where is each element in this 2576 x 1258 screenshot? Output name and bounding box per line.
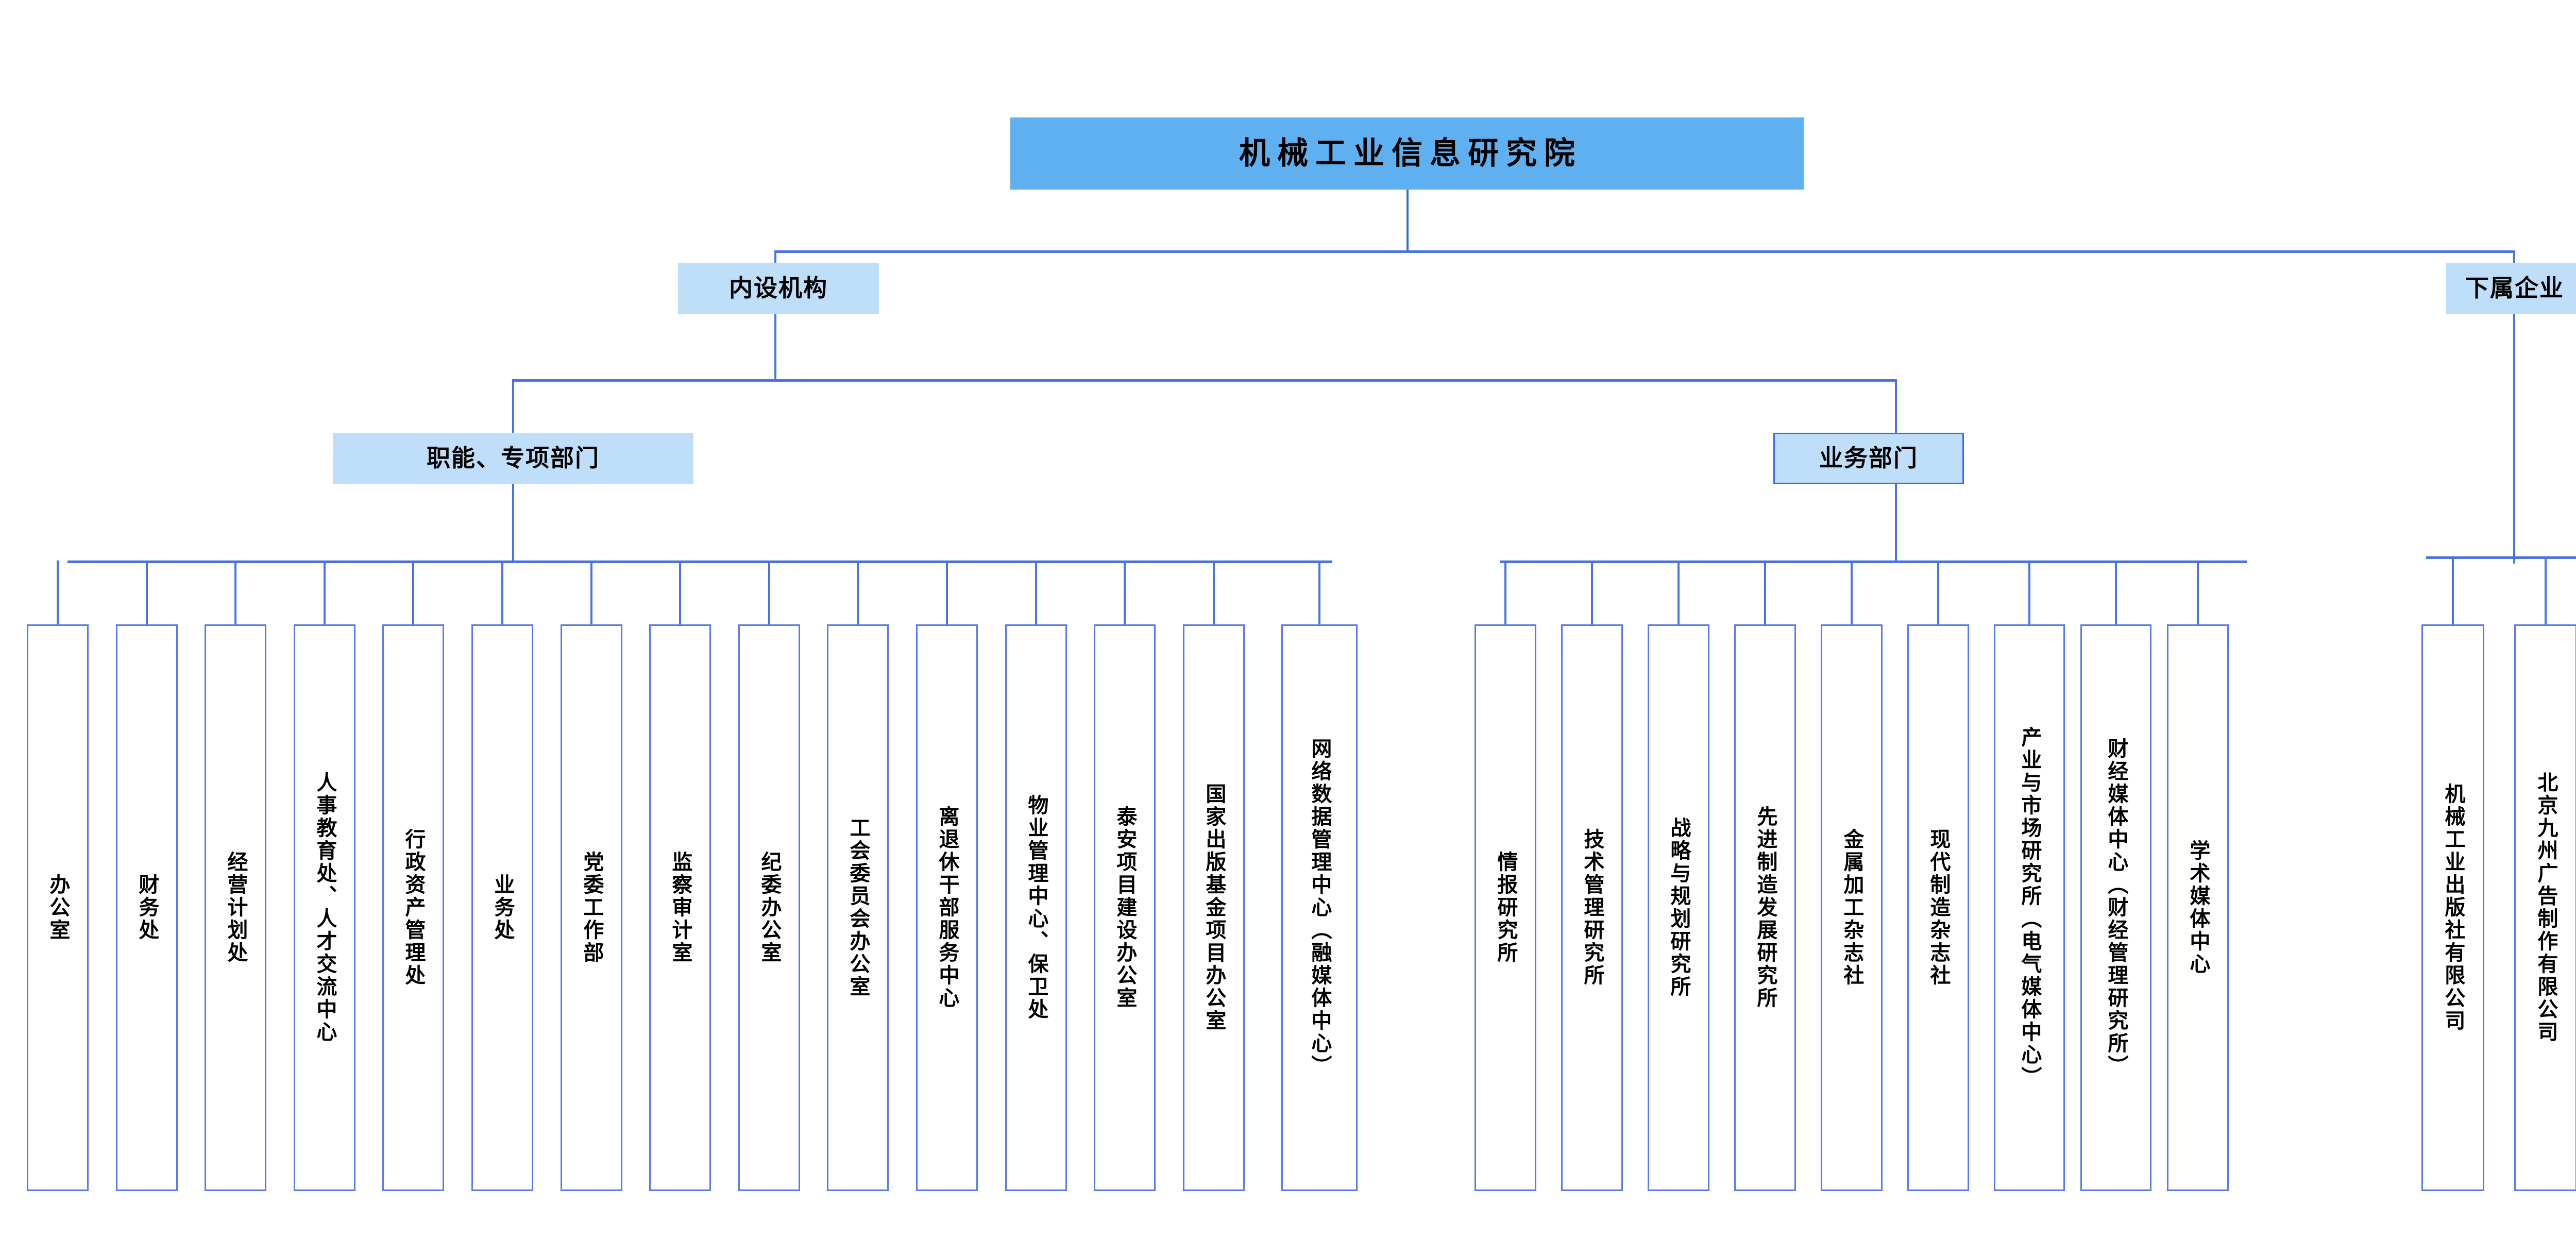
connector-enterprises-stem <box>2513 314 2515 564</box>
connector-leaf-drop <box>146 560 148 624</box>
connector-level2-bus <box>774 250 2515 253</box>
connector-leaf-drop <box>324 560 326 624</box>
leaf-node-functional[interactable]: 物业管理中心、保卫处 <box>1005 624 1067 1191</box>
leaf-node-functional[interactable]: 人事教育处、人才交流中心 <box>294 624 355 1191</box>
connector-functional-stem <box>512 484 514 562</box>
connector-business-bus <box>1500 560 2247 563</box>
connector-leaf-drop <box>1213 560 1215 624</box>
leaf-node-label: 党委工作部 <box>580 851 603 964</box>
leaf-node-functional[interactable]: 财务处 <box>116 624 178 1191</box>
connector-leaf-drop <box>1591 560 1593 624</box>
leaf-node-label: 离退休干部服务中心 <box>936 806 959 1010</box>
connector-leaf-drop <box>1035 560 1037 624</box>
connector-level3-bus <box>512 379 1897 382</box>
leaf-node-label: 战略与规划研究所 <box>1667 817 1690 998</box>
leaf-node-label: 技术管理研究所 <box>1581 828 1604 987</box>
leaf-node-functional[interactable]: 泰安项目建设办公室 <box>1094 624 1156 1191</box>
connector-leaf-drop <box>234 560 236 624</box>
connector-business-stem <box>1895 484 1897 562</box>
level2-node-enterprises[interactable]: 下属企业 <box>2446 263 2576 314</box>
leaf-node-functional[interactable]: 行政资产管理处 <box>382 624 444 1191</box>
connector-leaf-drop <box>768 560 770 624</box>
leaf-node-label: 产业与市场研究所（电气媒体中心） <box>2018 726 2041 1089</box>
leaf-node-label: 工会委员会办公室 <box>846 817 870 998</box>
leaf-node-label: 金属加工杂志社 <box>1840 828 1863 987</box>
leaf-node-business[interactable]: 现代制造杂志社 <box>1907 624 1969 1191</box>
leaf-node-enterprise[interactable]: 北京九州广告制作有限公司 <box>2514 624 2576 1191</box>
connector-functional-bus <box>67 560 1332 563</box>
leaf-node-label: 财经媒体中心（财经管理研究所） <box>2105 738 2128 1078</box>
connector-leaf-drop <box>2197 560 2199 624</box>
leaf-node-functional[interactable]: 离退休干部服务中心 <box>916 624 978 1191</box>
leaf-node-label: 现代制造杂志社 <box>1927 828 1950 987</box>
leaf-node-business[interactable]: 技术管理研究所 <box>1561 624 1623 1191</box>
leaf-node-functional[interactable]: 业务处 <box>471 624 533 1191</box>
leaf-node-business[interactable]: 产业与市场研究所（电气媒体中心） <box>1994 624 2065 1191</box>
leaf-node-label: 情报研究所 <box>1494 851 1517 964</box>
connector-leaf-drop <box>2452 556 2454 624</box>
root-node-institute[interactable]: 机械工业信息研究院 <box>1010 117 1804 190</box>
connector-leaf-drop <box>1764 560 1766 624</box>
leaf-node-label: 纪委办公室 <box>758 851 781 964</box>
connector-leaf-drop <box>679 560 681 624</box>
level3-node-functional-departments[interactable]: 职能、专项部门 <box>333 433 693 484</box>
leaf-node-label: 北京九州广告制作有限公司 <box>2534 772 2557 1044</box>
connector-leaf-drop <box>412 560 414 624</box>
connector-leaf-drop <box>1318 560 1320 624</box>
leaf-node-label: 监察审计室 <box>669 851 692 964</box>
connector-leaf-drop <box>1677 560 1680 624</box>
leaf-node-label: 办公室 <box>46 874 70 942</box>
leaf-node-label: 泰安项目建设办公室 <box>1113 806 1137 1010</box>
connector-leaf-drop <box>2545 556 2547 624</box>
connector-leaf-drop <box>2028 560 2030 624</box>
leaf-node-functional[interactable]: 办公室 <box>27 624 89 1191</box>
connector-leaf-drop <box>501 560 503 624</box>
connector-leaf-drop <box>590 560 592 624</box>
leaf-node-label: 人事教育处、人才交流中心 <box>313 772 336 1044</box>
leaf-node-enterprise[interactable]: 机械工业出版社有限公司 <box>2421 624 2484 1191</box>
connector-leaf-drop <box>946 560 948 624</box>
leaf-node-functional[interactable]: 工会委员会办公室 <box>827 624 889 1191</box>
connector-leaf-drop <box>57 560 59 624</box>
connector-leaf-drop <box>1937 560 1939 624</box>
connector-leaf-drop <box>1504 560 1506 624</box>
leaf-node-label: 业务处 <box>491 874 514 942</box>
leaf-node-label: 机械工业出版社有限公司 <box>2442 783 2465 1032</box>
leaf-node-business[interactable]: 情报研究所 <box>1475 624 1536 1191</box>
leaf-node-business[interactable]: 先进制造发展研究所 <box>1734 624 1796 1191</box>
leaf-node-label: 网络数据管理中心（融媒体中心） <box>1308 738 1331 1078</box>
leaf-node-functional[interactable]: 监察审计室 <box>649 624 711 1191</box>
connector-leaf-drop <box>1851 560 1853 624</box>
connector-leaf-drop <box>2115 560 2117 624</box>
leaf-node-label: 经营计划处 <box>224 851 247 964</box>
leaf-node-functional[interactable]: 经营计划处 <box>205 624 266 1191</box>
leaf-node-business[interactable]: 战略与规划研究所 <box>1648 624 1709 1191</box>
leaf-node-functional[interactable]: 网络数据管理中心（融媒体中心） <box>1281 624 1358 1191</box>
leaf-node-business[interactable]: 金属加工杂志社 <box>1821 624 1883 1191</box>
leaf-node-business[interactable]: 财经媒体中心（财经管理研究所） <box>2080 624 2151 1191</box>
leaf-node-functional[interactable]: 纪委办公室 <box>738 624 800 1191</box>
leaf-node-label: 行政资产管理处 <box>402 828 425 987</box>
leaf-node-functional[interactable]: 国家出版基金项目办公室 <box>1183 624 1245 1191</box>
leaf-node-business[interactable]: 学术媒体中心 <box>2167 624 2229 1191</box>
leaf-node-label: 先进制造发展研究所 <box>1754 806 1777 1010</box>
connector-drop-business <box>1895 379 1897 433</box>
connector-leaf-drop <box>1124 560 1126 624</box>
level3-node-business-departments[interactable]: 业务部门 <box>1773 433 1964 484</box>
level2-node-internal[interactable]: 内设机构 <box>678 263 879 314</box>
leaf-node-label: 财务处 <box>135 874 159 942</box>
connector-enterprises-bus <box>2426 556 2576 559</box>
connector-internal-stem <box>774 314 776 380</box>
connector-root-stem <box>1406 190 1409 251</box>
leaf-node-label: 国家出版基金项目办公室 <box>1202 783 1226 1032</box>
leaf-node-label: 物业管理中心、保卫处 <box>1025 794 1048 1021</box>
connector-drop-functional <box>512 379 514 433</box>
connector-leaf-drop <box>857 560 859 624</box>
leaf-node-label: 学术媒体中心 <box>2187 840 2210 976</box>
leaf-node-functional[interactable]: 党委工作部 <box>561 624 622 1191</box>
